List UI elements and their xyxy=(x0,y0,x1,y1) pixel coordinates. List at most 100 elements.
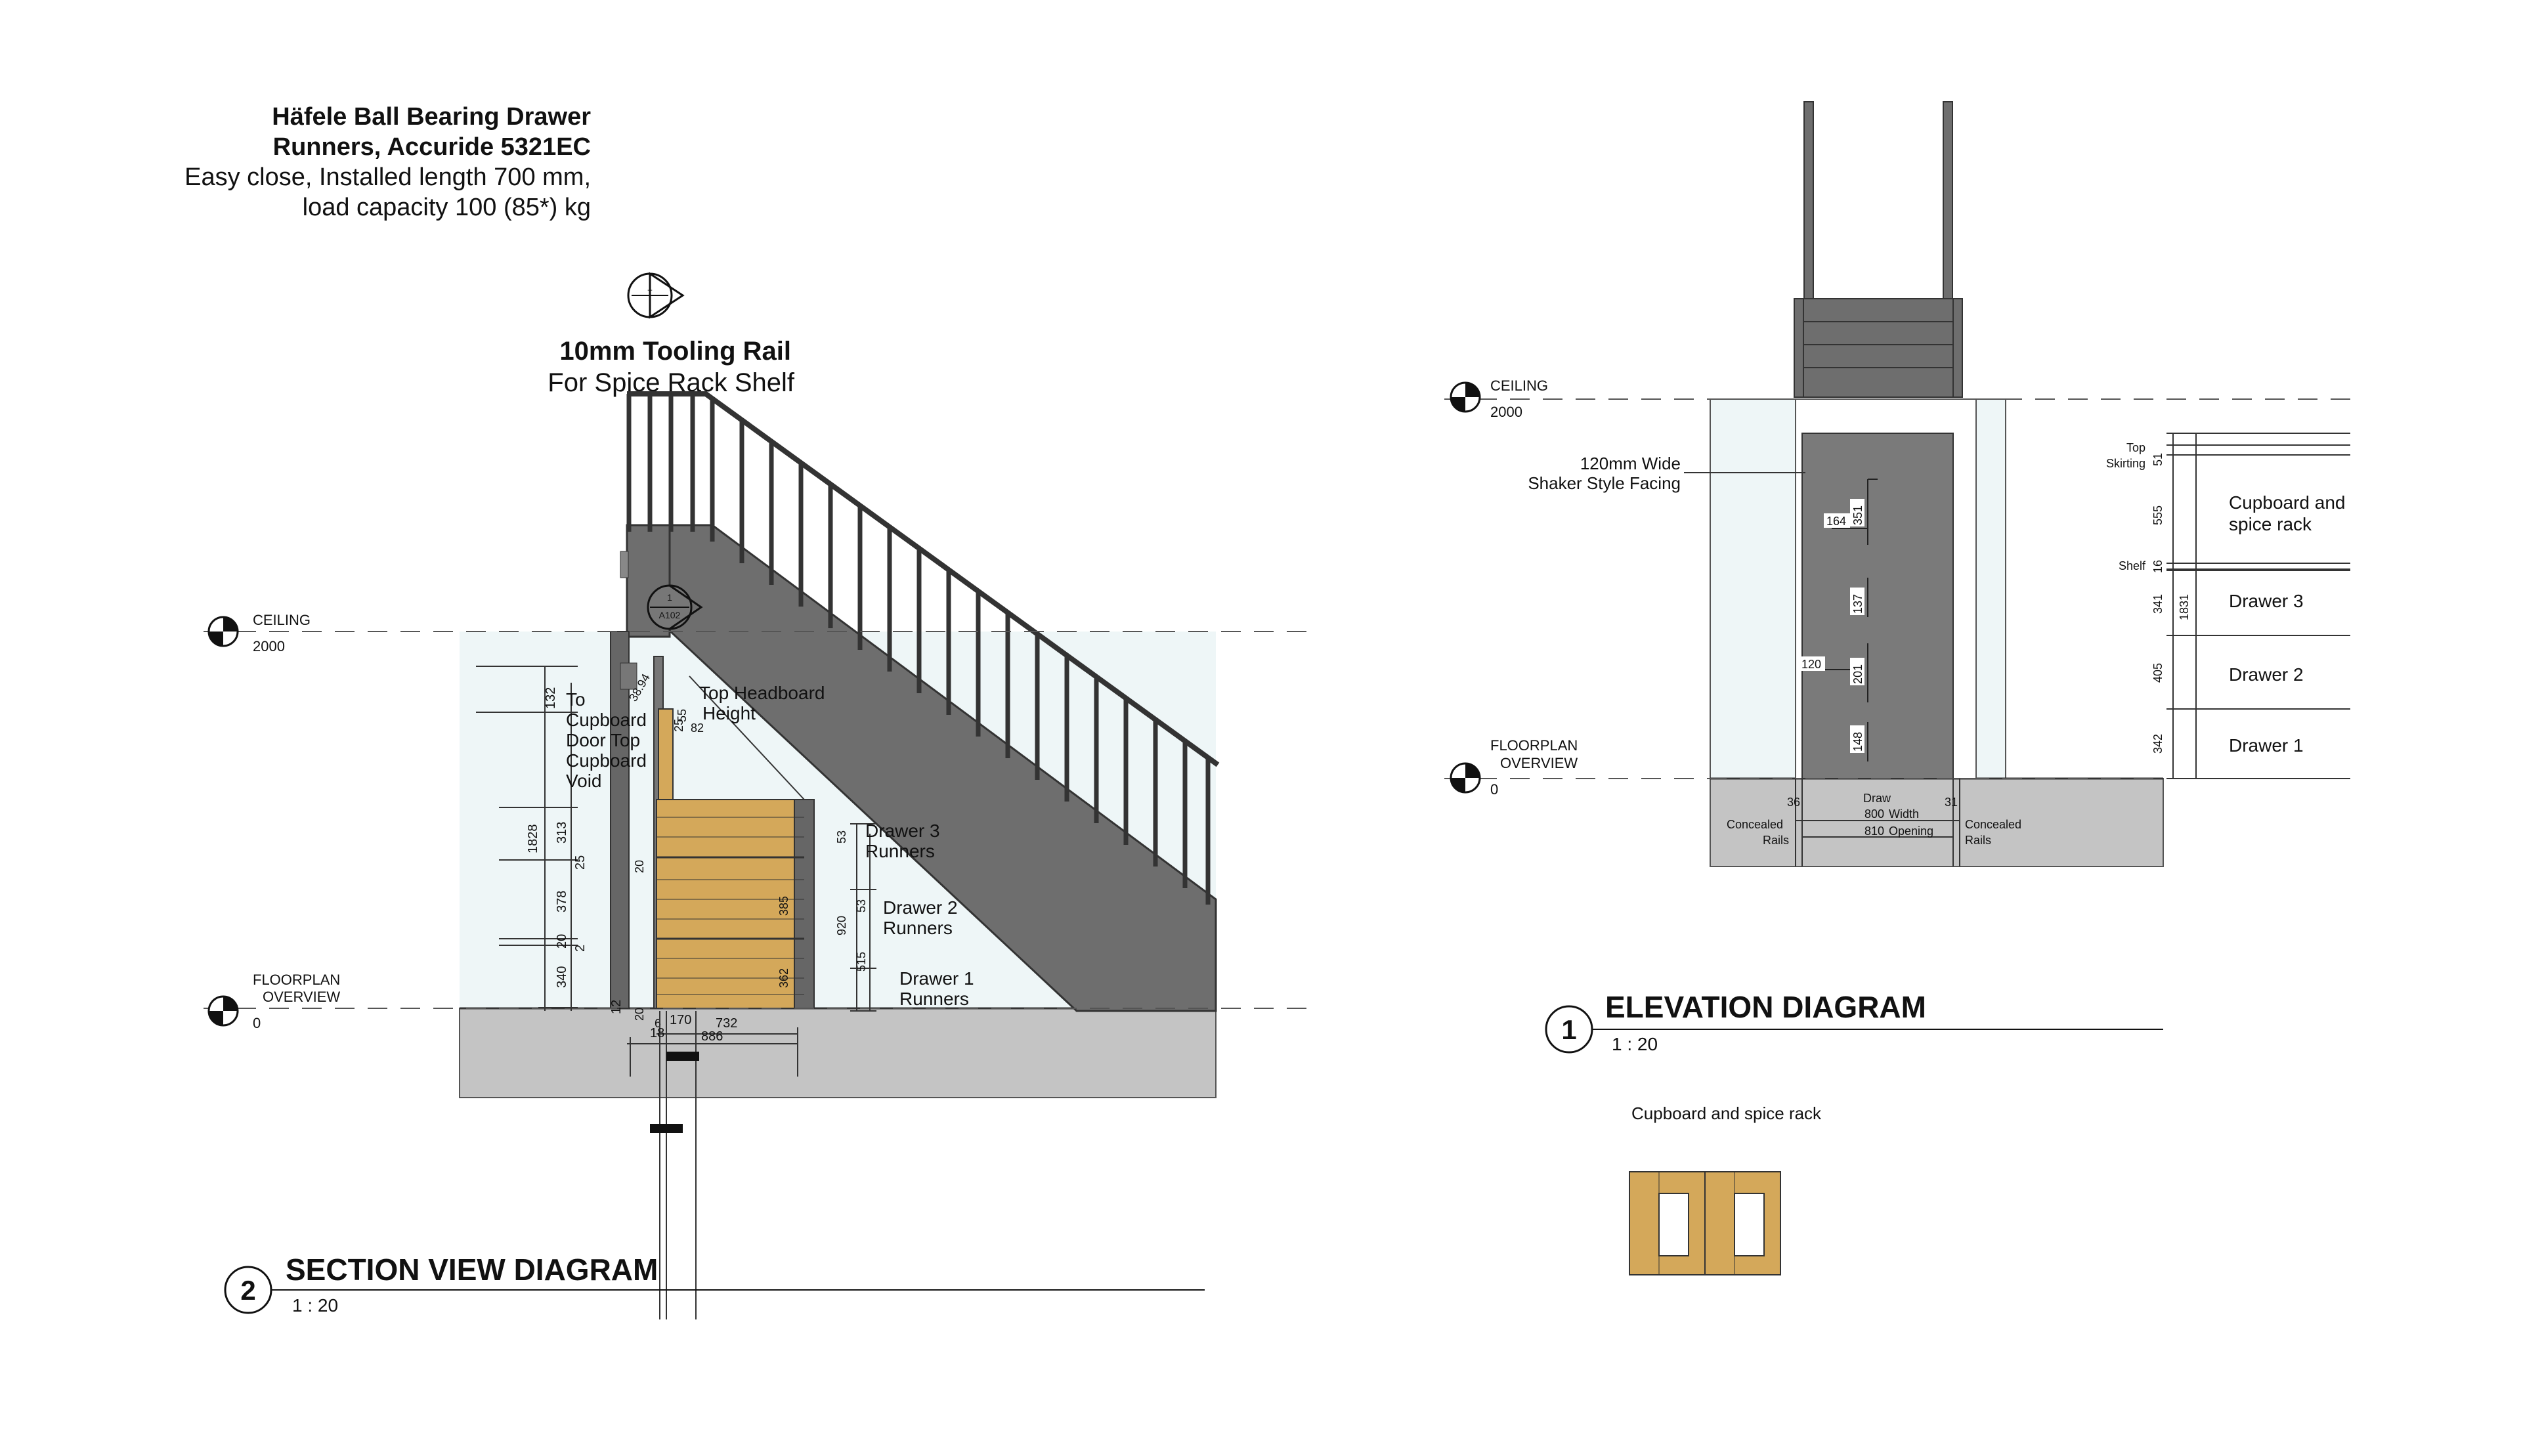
dim-405: 405 xyxy=(2151,663,2165,683)
elevation-ceiling-level-icon xyxy=(1450,381,1481,413)
dim-25-mid: 25 xyxy=(672,719,685,732)
dim-12: 12 xyxy=(609,1000,624,1014)
dim-53-b: 53 xyxy=(855,899,868,912)
stair-post-right xyxy=(1943,101,1953,299)
section-right-dim-values: 53 53 920 515 xyxy=(835,830,868,972)
dim-2: 2 xyxy=(573,945,588,952)
section-floor xyxy=(459,1008,1217,1098)
note-line1: Häfele Ball Bearing Drawer xyxy=(272,103,591,131)
dim-920: 920 xyxy=(835,916,848,935)
dim-25: 25 xyxy=(573,855,588,870)
svg-text:–: – xyxy=(648,285,653,294)
dim-6: 6 xyxy=(655,1017,661,1030)
cupboard-door[interactable] xyxy=(1801,433,1954,779)
drawer3-label: Drawer 3 xyxy=(2229,591,2304,611)
svg-text:Door Top: Door Top xyxy=(566,730,640,750)
elevation-floor-value: 0 xyxy=(1490,781,1498,798)
section-ceiling-value: 2000 xyxy=(253,638,285,654)
section-left-dim-values: 132 1828 313 25 378 20 2 340 12 xyxy=(526,687,624,1014)
dim-342: 342 xyxy=(2151,734,2165,754)
dim-31: 31 xyxy=(1945,796,1958,809)
elevation-right-dimensions xyxy=(2166,433,2350,779)
drawer-stack xyxy=(656,799,805,1009)
elevation-title-block: 1 ELEVATION DIAGRAM 1 : 20 xyxy=(1545,990,2163,1054)
dim-20: 20 xyxy=(555,934,569,949)
concealed-right-2: Rails xyxy=(1965,834,1991,847)
dim-341: 341 xyxy=(2151,594,2165,614)
drawer2-label: Drawer 2 xyxy=(2229,664,2304,685)
elevation-floor xyxy=(1710,778,2164,867)
draw-label: Draw xyxy=(1863,792,1891,805)
dim-82: 82 xyxy=(691,721,704,735)
dim-385: 385 xyxy=(777,896,790,916)
section-scale: 1 : 20 xyxy=(292,1295,338,1316)
dim-362: 362 xyxy=(777,968,790,988)
rail-mark-top xyxy=(666,1052,699,1061)
stair-post-left xyxy=(1803,101,1814,299)
view-marker-icon[interactable]: – xyxy=(627,272,685,319)
facing-label: 120mm Wide Shaker Style Facing xyxy=(1528,454,1681,493)
svg-text:Cupboard: Cupboard xyxy=(566,710,647,730)
section-ceiling-level-icon xyxy=(207,616,239,647)
skirting-label: Skirting xyxy=(2106,457,2145,470)
dim-201: 201 xyxy=(1851,664,1864,684)
width-label: Width xyxy=(1889,807,1919,821)
dim-1831: 1831 xyxy=(2178,594,2191,620)
drawer3-label-1: Drawer 3 xyxy=(865,821,940,841)
legend-swatch xyxy=(1629,1171,1781,1275)
drawer1-label: Drawer 1 xyxy=(2229,735,2304,756)
dim-20-bottom: 20 xyxy=(633,1008,646,1021)
dim-120: 120 xyxy=(1801,658,1821,671)
section-floor-level-icon xyxy=(207,995,239,1027)
section-mid-dim-values: 38.94 55 25 82 20 385 362 20 6 xyxy=(626,672,790,1030)
dim-515: 515 xyxy=(855,952,868,972)
legend-label: Cupboard and spice rack xyxy=(1631,1103,1822,1123)
note-line2: Runners, Accuride 5321EC xyxy=(273,133,591,161)
section-number: 2 xyxy=(240,1275,255,1306)
drawer1-label-1: Drawer 1 xyxy=(899,968,974,989)
section-title: SECTION VIEW DIAGRAM xyxy=(286,1253,658,1287)
concealed-right-1: Concealed xyxy=(1965,818,2021,831)
elevation-ceiling-label: CEILING xyxy=(1490,377,1548,394)
drawer1-label-2: Runners xyxy=(899,989,969,1009)
dim-132: 132 xyxy=(544,687,558,709)
section-ceiling-label: CEILING xyxy=(253,612,311,628)
tooling-rail-label: 10mm Tooling Rail For Spice Rack Shelf xyxy=(548,337,795,397)
stair-end-view xyxy=(1801,298,1955,398)
elevation-right-labels: Cupboard and spice rack Drawer 3 Drawer … xyxy=(2229,492,2345,756)
svg-text:Top Headboard: Top Headboard xyxy=(699,683,825,703)
note-line3: Easy close, Installed length 700 mm, xyxy=(184,163,591,191)
section-marker-top: 1 xyxy=(667,592,672,603)
elevation-floor-label-1: FLOORPLAN xyxy=(1490,737,1578,754)
section-right-dimensions xyxy=(850,823,876,1012)
elevation-bottom-dim-values: 36 Draw 800 Width 31 810 Opening Conceal… xyxy=(1727,792,2021,847)
dim-340: 340 xyxy=(555,966,569,988)
dim-55: 55 xyxy=(676,709,689,722)
section-floor-label-2: OVERVIEW xyxy=(263,989,340,1005)
section-floor-value: 0 xyxy=(253,1015,261,1031)
dim-16: 16 xyxy=(2151,560,2165,573)
dim-732: 732 xyxy=(716,1016,737,1031)
cupboard-post-left xyxy=(610,631,630,1009)
elevation-scale: 1 : 20 xyxy=(1612,1034,1658,1054)
dim-53-a: 53 xyxy=(835,830,848,844)
top-label: Top xyxy=(2126,441,2145,454)
svg-text:Shaker Style Facing: Shaker Style Facing xyxy=(1528,473,1681,493)
legend: Cupboard and spice rack xyxy=(1629,1103,1822,1275)
elevation-number: 1 xyxy=(1561,1014,1576,1045)
rail-mark-bottom xyxy=(650,1124,683,1133)
section-left-dimensions xyxy=(476,666,578,1011)
section-marker-icon[interactable]: 1 A102 xyxy=(647,584,703,630)
tooling-rail-title: 10mm Tooling Rail xyxy=(559,337,791,366)
elevation-inner-dim-values: 164 351 137 120 201 148 xyxy=(1799,499,1864,753)
elevation-bottom-dimensions xyxy=(1795,779,1960,867)
stair-handrail xyxy=(627,391,1220,767)
svg-text:Height: Height xyxy=(702,703,756,723)
svg-text:120mm Wide: 120mm Wide xyxy=(1580,454,1681,473)
dim-800: 800 xyxy=(1864,807,1884,821)
elevation-ceiling-value: 2000 xyxy=(1490,404,1522,420)
drawer2-label-1: Drawer 2 xyxy=(883,897,958,918)
drawer3-label-2: Runners xyxy=(865,841,935,861)
dim-36: 36 xyxy=(1787,796,1800,809)
